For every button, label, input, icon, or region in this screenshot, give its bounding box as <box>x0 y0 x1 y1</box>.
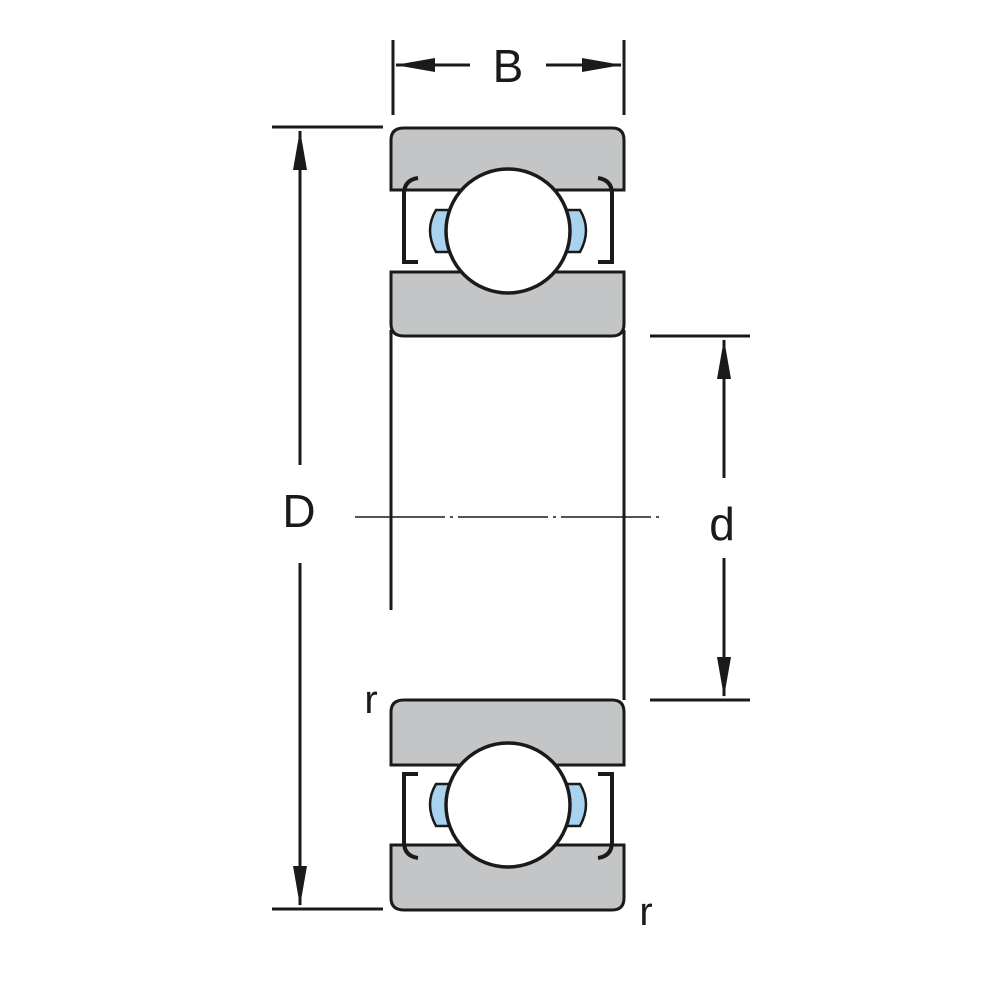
label-bore-diameter-d: d <box>709 498 735 550</box>
upper-inner-ring <box>389 270 626 338</box>
upper-section <box>389 126 626 338</box>
upper-cage-left <box>428 208 452 254</box>
dimension-b <box>391 40 626 115</box>
lower-ball <box>444 741 572 869</box>
upper-shield-left <box>402 176 419 264</box>
label-radius-lower: r <box>639 890 652 934</box>
dimension-d-outer <box>272 125 383 911</box>
label-radius-upper: r <box>364 678 377 722</box>
bearing-body <box>389 126 626 912</box>
lower-cage-left <box>428 782 452 828</box>
label-width-b: B <box>493 40 524 92</box>
lower-shield-left <box>402 772 419 860</box>
upper-ball <box>444 167 572 295</box>
label-outer-diameter-d: D <box>282 485 315 537</box>
upper-shield-right <box>597 176 614 264</box>
dimension-d-bore <box>650 334 750 702</box>
lower-shield-right <box>597 772 614 860</box>
lower-outer-ring <box>389 843 626 912</box>
lower-section <box>389 698 626 912</box>
